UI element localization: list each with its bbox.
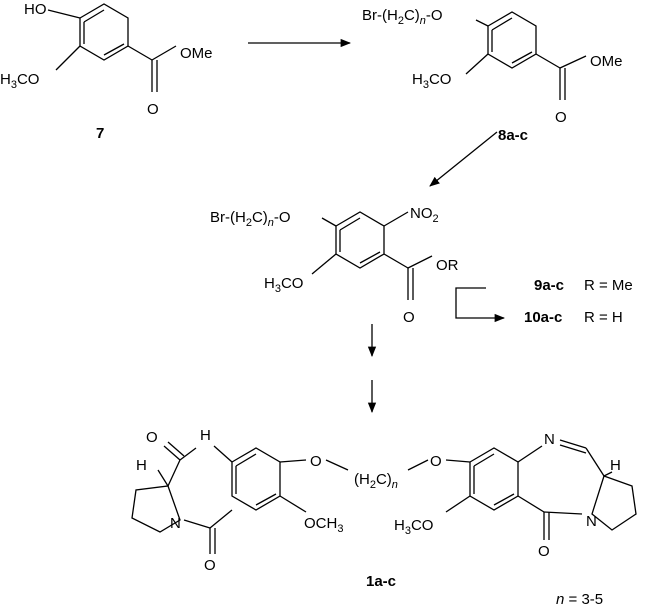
compound-label-7: 7 [96, 125, 104, 142]
methoxy-label-1a: OCH3 [304, 515, 343, 535]
amide-nh-label: H [200, 427, 211, 444]
nitro-label: NO2 [410, 205, 439, 225]
compound-9-10: Br-(H2C)n-O H3CO NO2 O OR 9a-c R = Me 10… [210, 205, 633, 326]
arrow-8-to-9 [429, 131, 498, 187]
imine-n-label: N [544, 431, 555, 448]
compound-label-10: 10a-c [524, 309, 562, 326]
hydroxy-label: HO [24, 1, 47, 18]
compound-label-8: 8a-c [498, 127, 528, 144]
arrow-9-to-10 [455, 287, 506, 323]
bromoalkoxy-label-9: Br-(H2C)n-O [210, 209, 291, 229]
compound-7: HO H3CO O OMe 7 [0, 1, 213, 142]
h-stereo-label-left: H [136, 457, 147, 474]
ome-label-8: OMe [590, 53, 623, 70]
carbonyl-o-1a: O [146, 429, 158, 446]
pyrrolidine-ring-left [131, 485, 181, 533]
benzene-ring-7 [79, 3, 129, 61]
methoxy-label-8: H3CO [412, 71, 451, 91]
h-stereo-label-right: H [610, 457, 621, 474]
carbonyl-o-1b: O [204, 557, 216, 574]
benzene-ring-9 [335, 211, 385, 269]
methoxy-label-1b: H3CO [394, 517, 433, 537]
pyrrolidine-ring-right [591, 475, 637, 531]
benzene-ring-8 [487, 11, 537, 69]
bromoalkoxy-label-8: Br-(H2C)n-O [362, 7, 443, 27]
pyrrolidine-n-left: N [170, 515, 181, 532]
compound-label-9: 9a-c [534, 277, 564, 294]
ether-o-right: O [430, 453, 442, 470]
linker-label: (H2C)n [354, 471, 398, 491]
carbonyl-o-8: O [555, 109, 567, 126]
r-me-label: R = Me [584, 277, 633, 294]
pyrrolidine-n-right: N [586, 513, 597, 530]
compound-label-1: 1a-c [366, 573, 396, 590]
ether-o-left: O [310, 453, 322, 470]
r-h-label: R = H [584, 309, 623, 326]
compound-1: O H H N O O OCH3 (H2C)n O H [131, 427, 637, 608]
benzene-ring-1a [231, 447, 281, 511]
ome-label-7: OMe [180, 45, 213, 62]
n-range-label: n = 3-5 [556, 591, 603, 608]
carbonyl-o-1c: O [538, 543, 550, 560]
carbonyl-o-9: O [403, 309, 415, 326]
compound-8: Br-(H2C)n-O H3CO O OMe 8a-c [362, 7, 623, 144]
methoxy-label-9: H3CO [264, 275, 303, 295]
or-label: OR [436, 257, 459, 274]
benzene-ring-1b [469, 447, 519, 511]
carbonyl-o-7: O [147, 101, 159, 118]
methoxy-label-7: H3CO [0, 71, 39, 91]
